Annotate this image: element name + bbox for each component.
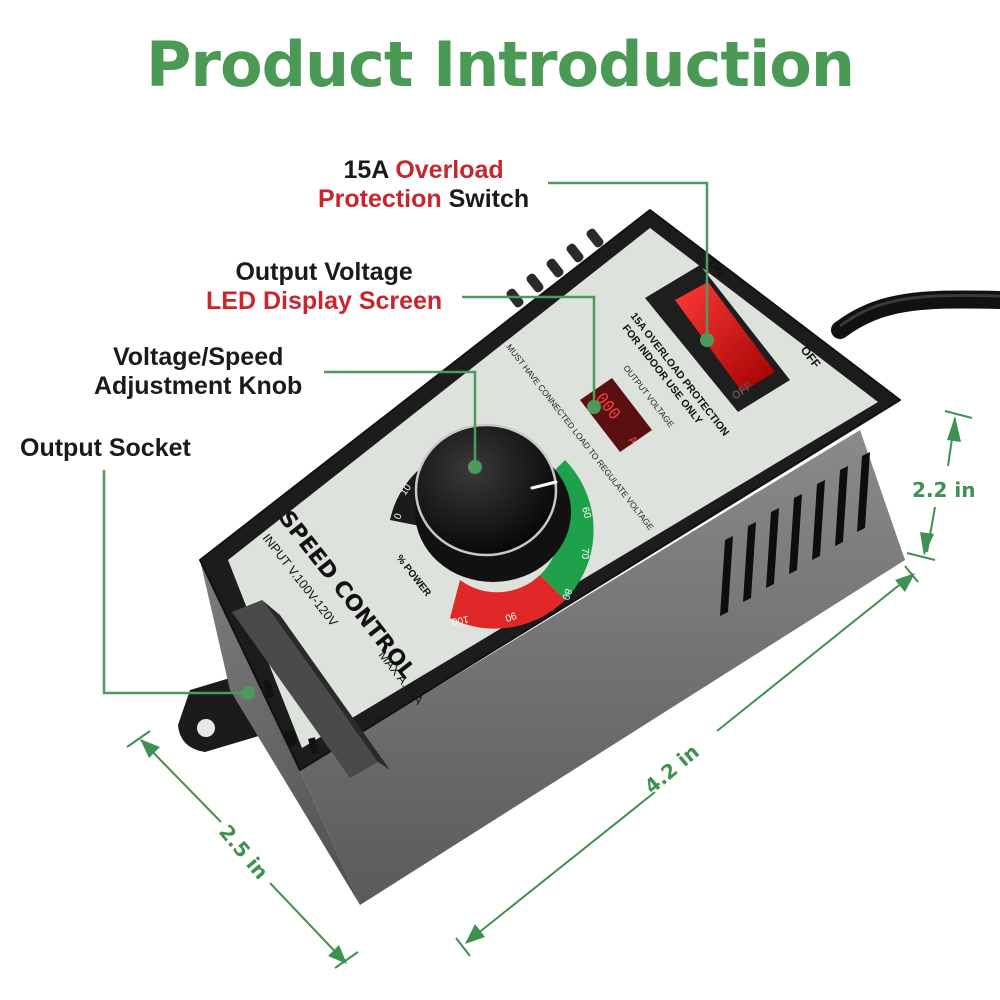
callout-knob-line2: Adjustment Knob	[94, 372, 303, 400]
dimension-lines	[126, 410, 973, 969]
callout-adjustment-knob: Voltage/Speed Adjustment Knob	[94, 343, 302, 401]
dial-tick-70: 70	[579, 548, 590, 560]
callout-switch-line2-dark: Switch	[441, 185, 530, 213]
leader-dot-switch	[700, 333, 714, 347]
dial-tick-100: 100	[451, 613, 470, 627]
callout-led-line1: Output Voltage	[235, 258, 413, 286]
leader-lines	[102, 181, 709, 695]
callout-knob-line1: Voltage/Speed	[112, 343, 284, 371]
page-title: Product Introduction	[145, 28, 855, 101]
dial-zone-red	[450, 575, 565, 629]
speed-knob[interactable]	[414, 423, 571, 582]
callout-overload-switch: 15A Overload Protection Switch	[318, 156, 529, 214]
dial-tick-60: 60	[579, 506, 593, 520]
leader-dot-led	[587, 400, 601, 414]
socket-plate	[232, 600, 378, 778]
power-cable	[831, 290, 1000, 339]
callout-output-socket: Output Socket	[20, 434, 191, 463]
outlet-socket	[262, 679, 319, 755]
callout-switch-line2-red: Protection	[318, 185, 442, 213]
callout-socket-line1: Output Socket	[20, 434, 191, 462]
knob-indicator	[530, 480, 558, 490]
led-display: 000 A	[580, 378, 652, 452]
dimension-height-label: 2.2 in	[912, 478, 976, 502]
callout-switch-line1-red: Overload	[395, 156, 504, 184]
callout-led-display: Output Voltage LED Display Screen	[206, 258, 442, 316]
leader-dot-socket	[241, 686, 255, 700]
dial-tick-80: 80	[559, 587, 573, 602]
vent-slots	[720, 452, 870, 616]
leader-socket	[102, 470, 246, 695]
leader-switch	[548, 181, 709, 338]
dial-tick-90: 90	[503, 609, 518, 623]
overload-switch[interactable]: OFF	[645, 265, 790, 412]
callout-switch-line1-dark: 15A	[343, 156, 396, 184]
dial-tick-0: 0	[392, 512, 404, 521]
leader-led	[462, 295, 596, 405]
leader-dot-knob	[468, 460, 482, 474]
callout-led-line2: LED Display Screen	[206, 287, 443, 315]
leader-knob	[324, 370, 477, 465]
